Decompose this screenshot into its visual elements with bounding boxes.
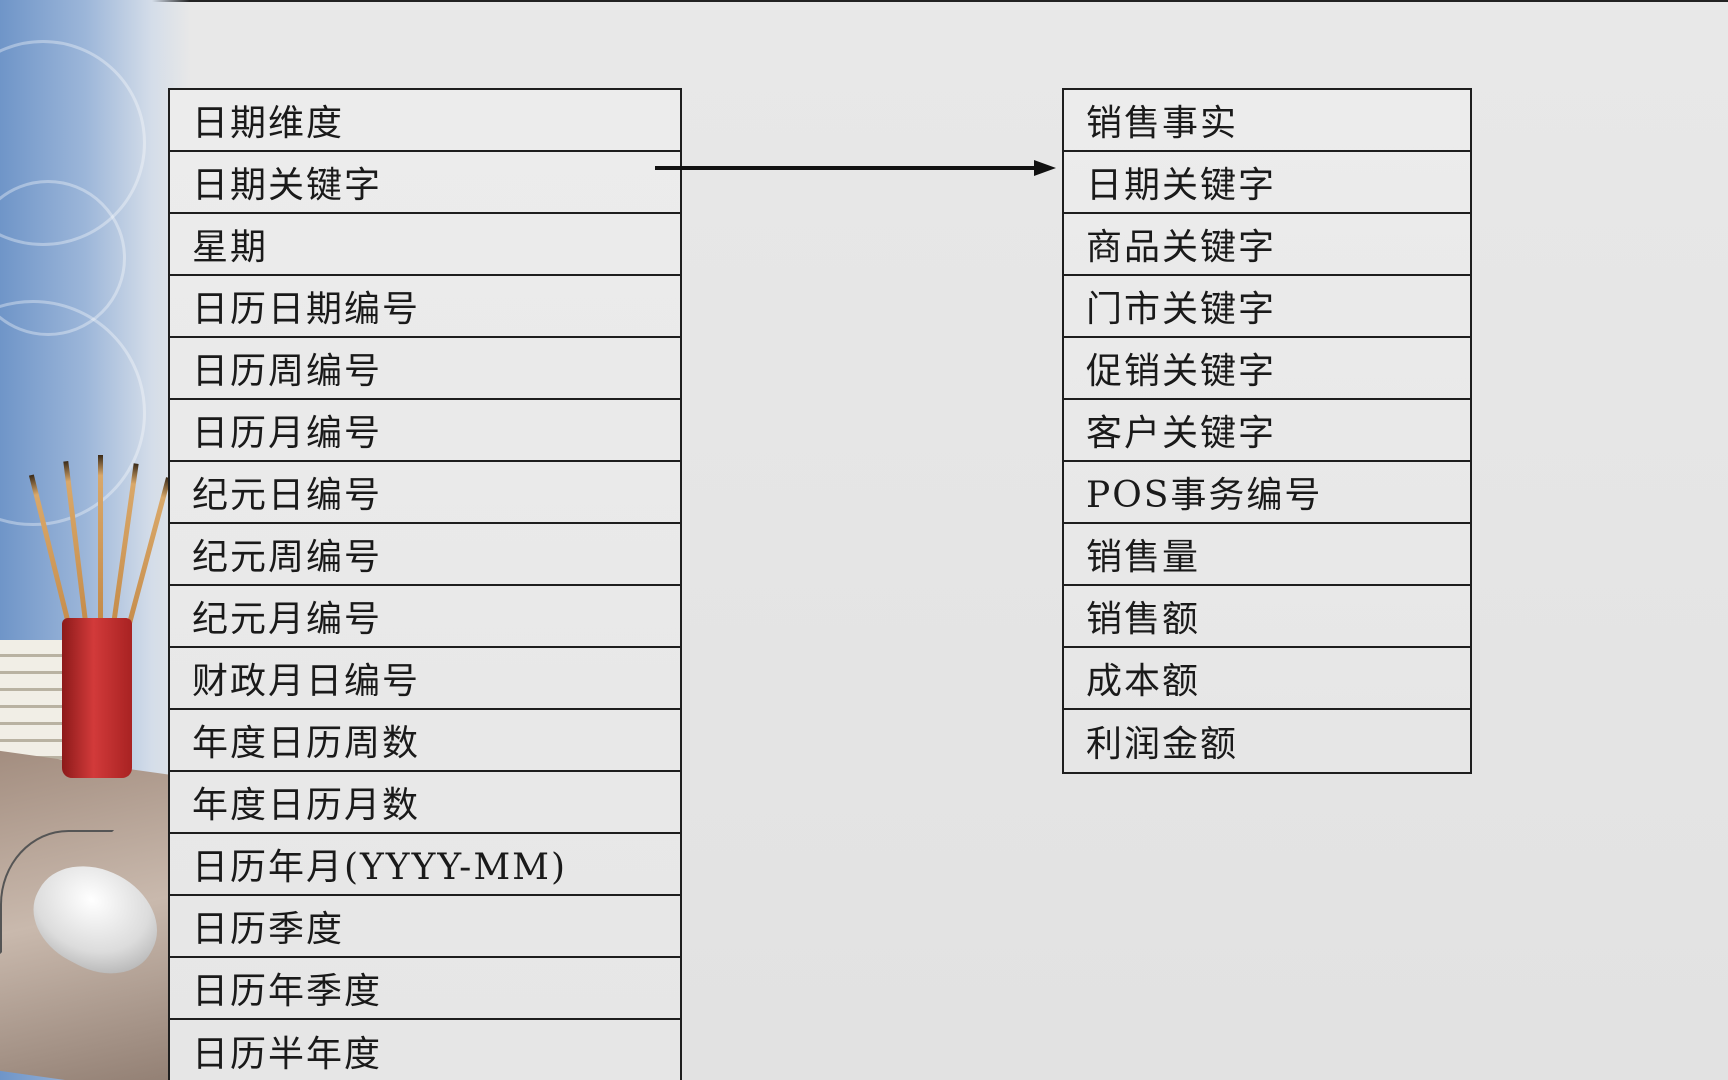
sales-fact-table: 销售事实 日期关键字 商品关键字 门市关键字 促销关键字 客户关键字 POS事务… [1062, 88, 1472, 774]
date-dimension-field: 日历月编号 [170, 400, 680, 462]
date-dimension-field: 日历周编号 [170, 338, 680, 400]
date-dimension-table: 日期维度 日期关键字 星期 日历日期编号 日历周编号 日历月编号 纪元日编号 纪… [168, 88, 682, 1080]
sales-fact-field: 客户关键字 [1064, 400, 1470, 462]
sales-fact-field: 日期关键字 [1064, 152, 1470, 214]
date-dimension-field: 年度日历月数 [170, 772, 680, 834]
arrow-head [1034, 160, 1056, 176]
sales-fact-field: 成本额 [1064, 648, 1470, 710]
date-dimension-field: 日期关键字 [170, 152, 680, 214]
sales-fact-title: 销售事实 [1064, 90, 1470, 152]
date-dimension-field: 纪元周编号 [170, 524, 680, 586]
date-dimension-field: 纪元月编号 [170, 586, 680, 648]
sales-fact-field: 商品关键字 [1064, 214, 1470, 276]
date-dimension-field: 星期 [170, 214, 680, 276]
mouse-cord-image [0, 830, 114, 954]
date-dimension-field: 日历半年度 [192, 1034, 383, 1075]
date-dimension-title: 日期维度 [170, 90, 680, 152]
decorative-background-art [0, 0, 190, 1080]
date-dimension-field: 日历年季度 [170, 958, 680, 1020]
pencil-cup-image [62, 618, 132, 778]
sales-fact-field: POS事务编号 [1064, 462, 1470, 524]
date-dimension-field: 纪元日编号 [170, 462, 680, 524]
date-dimension-field: 日历年月(YYYY-MM) [170, 834, 680, 896]
sales-fact-field: 促销关键字 [1064, 338, 1470, 400]
sales-fact-field: 利润金额 [1086, 724, 1239, 765]
sales-fact-field: 销售量 [1064, 524, 1470, 586]
date-dimension-field: 年度日历周数 [170, 710, 680, 772]
sales-fact-field: 销售额 [1064, 586, 1470, 648]
pencil-image [98, 455, 103, 625]
top-border-line [0, 0, 1728, 2]
date-dimension-field: 财政月日编号 [170, 648, 680, 710]
date-dimension-field: 日历日期编号 [170, 276, 680, 338]
sales-fact-field: 门市关键字 [1064, 276, 1470, 338]
date-dimension-field: 日历季度 [170, 896, 680, 958]
